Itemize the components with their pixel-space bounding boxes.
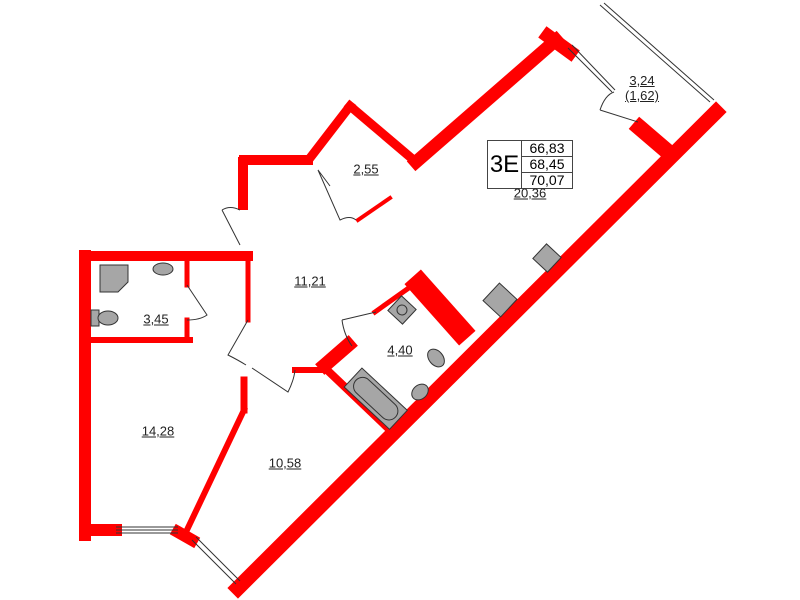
room-area-bedroom-2: 10,58	[268, 455, 302, 471]
balcony-glazing	[599, 2, 715, 103]
room-area-living: 20,36	[513, 185, 547, 201]
hall-door	[221, 207, 241, 246]
wall-stub-balcony	[538, 26, 580, 62]
bathtub-icon	[343, 367, 408, 431]
bathroom-door	[341, 311, 377, 347]
closet-wall-right	[343, 99, 423, 169]
bedroom1-window	[116, 526, 178, 534]
windows-doors	[116, 2, 715, 585]
bedroom2-wall-diagonal	[182, 406, 248, 536]
toilet-icon-2	[427, 348, 445, 368]
room-area-balcony: 3,24 (1,62)	[625, 73, 659, 103]
kitchen-sink-icon	[532, 243, 562, 273]
bedroom2-door	[251, 367, 296, 393]
exterior-wall-diagonal	[227, 101, 727, 599]
bedroom2-window	[191, 536, 241, 585]
closet-wall-left	[303, 99, 357, 165]
exterior-wall-upper	[406, 30, 566, 172]
bathroom-wall-stub	[315, 335, 358, 375]
shower-tray-icon	[99, 264, 129, 293]
fixtures	[90, 243, 562, 431]
stove-icon	[482, 282, 518, 318]
room-area-bathroom: 4,40	[387, 342, 413, 358]
wall-balcony-divider	[628, 116, 680, 164]
area-value-3: 70,07	[529, 172, 565, 188]
bedroom1-wall-bottom-right	[169, 523, 201, 549]
room-area-wc: 3,45	[143, 311, 169, 327]
balcony-door	[567, 44, 639, 123]
area-value-2: 68,45	[522, 157, 572, 173]
room-area-hall: 11,21	[294, 273, 326, 289]
kitchen-wall-block	[404, 269, 476, 346]
walls	[79, 26, 727, 599]
washbasin-icon-2	[411, 383, 429, 401]
closet-door	[317, 169, 357, 221]
bedroom1-door	[227, 319, 249, 366]
apartment-areas: 66,83 68,45 70,07	[522, 141, 572, 188]
toilet-icon	[97, 310, 119, 326]
wc-door	[186, 284, 208, 321]
room-area-bedroom-1: 14,28	[141, 423, 175, 439]
room-area-closet: 2,55	[353, 161, 379, 177]
area-value-1: 66,83	[522, 141, 572, 157]
apartment-info-box: 3E 66,83 68,45 70,07	[487, 140, 573, 189]
balcony-reduced-area: (1,62)	[625, 88, 659, 103]
washbasin-icon	[152, 262, 174, 276]
balcony-area: 3,24	[629, 73, 655, 88]
apartment-code: 3E	[488, 141, 522, 188]
washing-machine-icon	[387, 295, 417, 325]
closet-wall-bottom	[355, 195, 393, 223]
